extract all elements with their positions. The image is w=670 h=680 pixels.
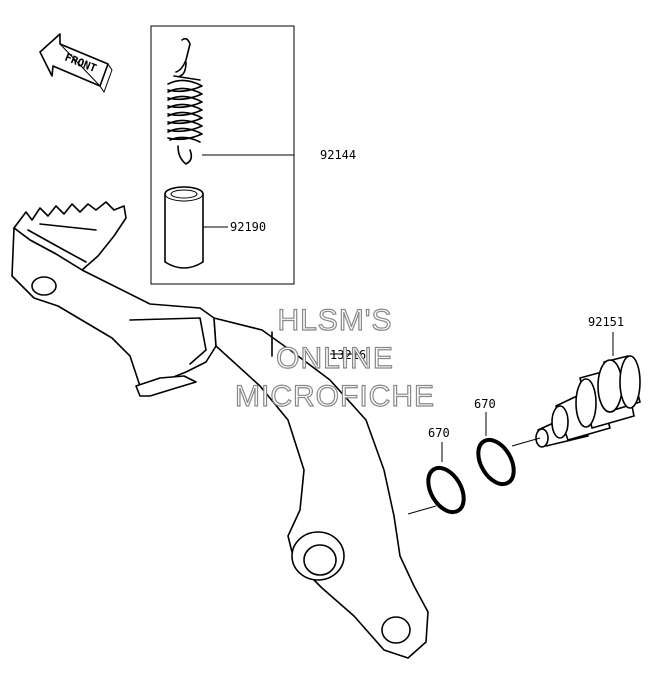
watermark-line-1: HLSM'S	[277, 304, 392, 337]
spring-part	[167, 37, 294, 165]
part-number-92190: 92190	[230, 220, 266, 234]
collar-part	[164, 186, 228, 269]
brake-pedal-part	[11, 201, 429, 659]
part-number-13216: 13216	[330, 348, 366, 362]
part-number-92144: 92144	[320, 148, 356, 162]
watermark-line-2: ONLINE	[276, 342, 394, 375]
watermark-line-3: MICROFICHE	[235, 380, 435, 413]
part-number-670-left: 670	[428, 426, 450, 440]
watermark: HLSM'S ONLINE MICROFICHE	[234, 303, 435, 413]
part-number-92151: 92151	[588, 315, 624, 329]
pivot-shaft-part	[511, 332, 641, 448]
oring-left-part	[407, 442, 466, 515]
part-number-670-right: 670	[474, 397, 496, 411]
front-arrow-icon: FRONT	[39, 33, 113, 94]
oring-right-part	[476, 412, 516, 487]
